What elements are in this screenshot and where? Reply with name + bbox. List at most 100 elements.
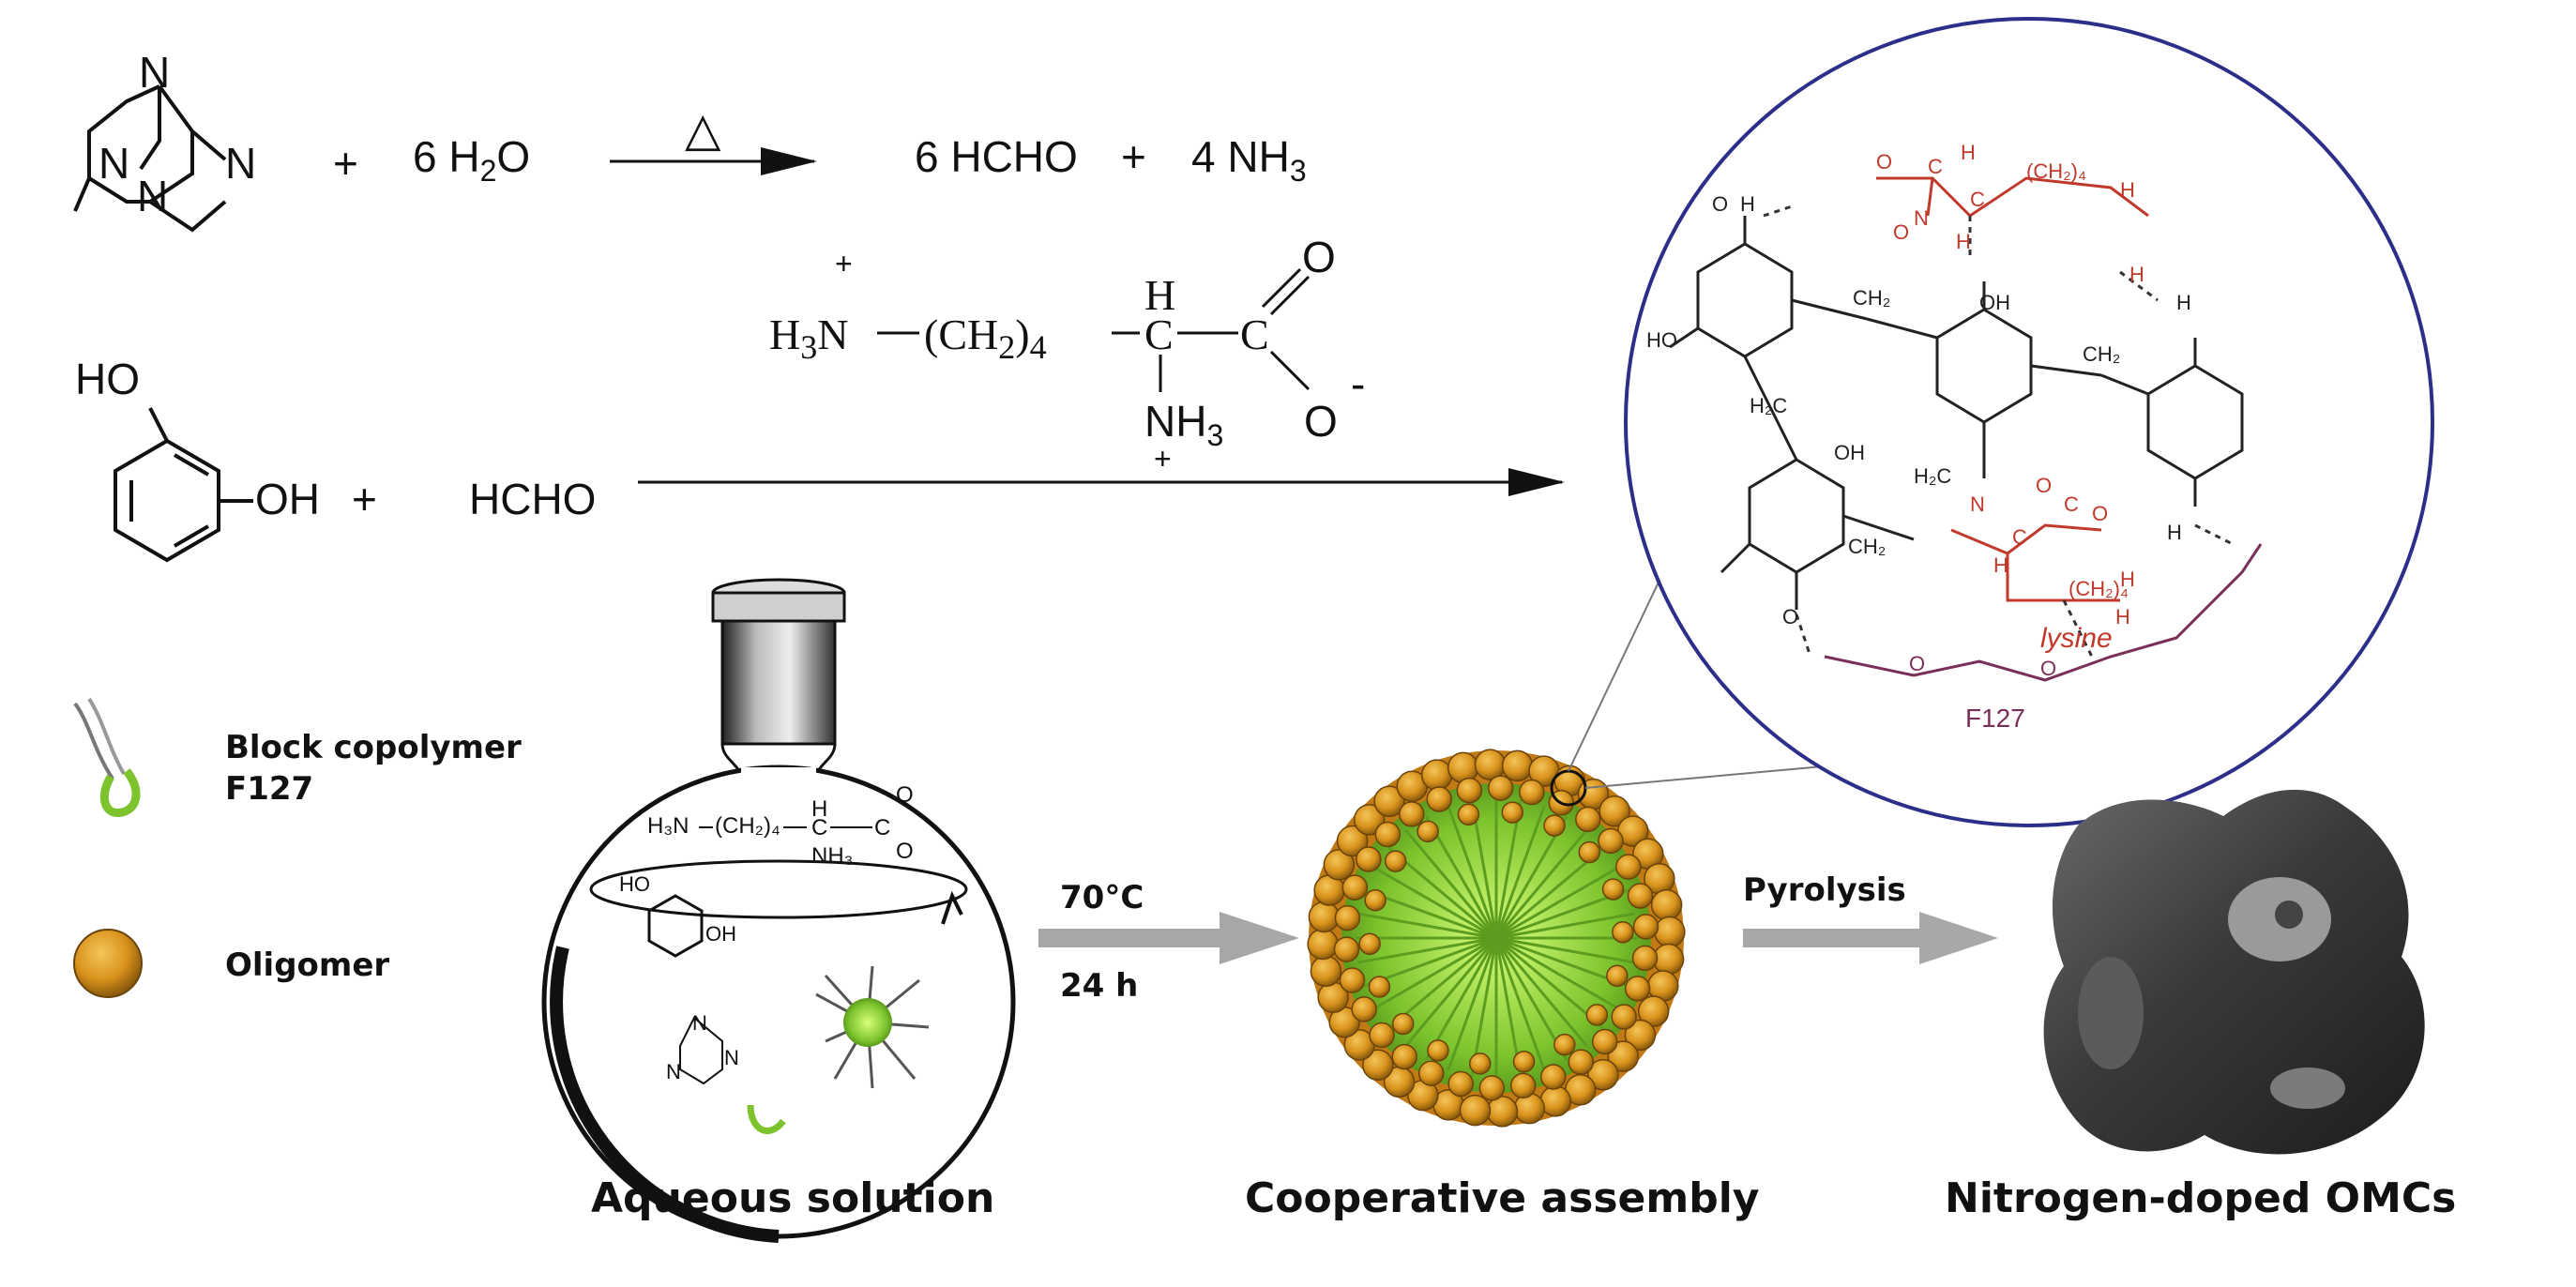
lysine-plus-top: +	[835, 247, 853, 280]
svg-text:CH₂: CH₂	[1853, 286, 1890, 310]
oligomer-bead	[1474, 749, 1507, 780]
oligomer-bead	[1336, 825, 1369, 857]
svg-text:OH: OH	[1834, 441, 1865, 464]
micelle-spoke	[1357, 912, 1497, 940]
svg-text:H₂C: H₂C	[1750, 394, 1787, 417]
oligomer-bead	[1339, 967, 1366, 993]
oligomer-bead	[1615, 854, 1642, 880]
oligomer-bead	[1427, 1039, 1449, 1062]
resorcinol-structure	[114, 407, 253, 563]
lysine-plus-bottom: +	[1154, 442, 1172, 476]
oligomer-bead	[1417, 820, 1439, 843]
resorcinol-oh: OH	[255, 475, 320, 523]
hexamine-structure	[73, 84, 227, 233]
svg-text:H: H	[2120, 178, 2135, 202]
zoom-lysine-label: lysine	[2040, 623, 2113, 654]
hexamine-n-bottom: N	[137, 172, 168, 220]
micelle-spoke	[1357, 936, 1497, 964]
flask-resorcinol: HO OH	[619, 872, 736, 958]
oligomer-bead	[1468, 1052, 1492, 1075]
svg-text:C: C	[2064, 492, 2079, 516]
micelle-spoke	[1404, 937, 1498, 1047]
legend-copolymer-line2: F127	[225, 770, 313, 808]
svg-text:H: H	[2115, 605, 2130, 628]
oligomer-bead	[1540, 1064, 1567, 1090]
oligomer-bead	[1501, 749, 1534, 782]
oligomer-bead	[1447, 751, 1479, 784]
oligomer-bead	[1611, 1004, 1637, 1030]
r2-hcho: HCHO	[469, 475, 596, 523]
oligomer-bead	[1654, 916, 1686, 948]
oligomer-bead	[1364, 888, 1386, 912]
copolymer-legend-icon	[73, 697, 141, 817]
oligomer-bead	[1539, 1085, 1572, 1117]
hexamine-n-left: N	[98, 139, 129, 188]
lysine-c-h: H	[1144, 271, 1175, 319]
svg-text:C: C	[874, 815, 890, 840]
zoom-lysine-top	[1876, 176, 2149, 218]
oligomer-bead	[1591, 1028, 1618, 1055]
oligomer-bead	[1369, 1022, 1395, 1049]
oligomer-bead	[1417, 1060, 1445, 1086]
micelle-spoke	[1495, 936, 1619, 1010]
round-bottom-flask	[541, 578, 1016, 1243]
oligomer-legend-icon	[73, 929, 143, 998]
heat-symbol: △	[685, 103, 721, 156]
micelle-spoke	[1495, 912, 1635, 940]
zoom-detail-circle	[1624, 17, 2434, 827]
legend-oligomer: Oligomer	[225, 946, 389, 984]
micelle-spoke	[1447, 805, 1498, 939]
condition-temp: 70°C	[1060, 879, 1144, 916]
oligomer-bead	[1513, 1092, 1546, 1125]
svg-text:CH₂: CH₂	[1848, 535, 1886, 558]
svg-text:H: H	[1993, 553, 2008, 577]
oligomer-bead	[1575, 806, 1601, 833]
svg-text:O: O	[1909, 652, 1925, 675]
flask-stir-icon	[941, 890, 963, 925]
oligomer-bead	[1368, 976, 1391, 998]
condition-pyrolysis: Pyrolysis	[1743, 871, 1906, 909]
svg-text:N: N	[724, 1046, 739, 1069]
micelle-spoke	[1373, 936, 1497, 1010]
oligomer-bead	[1384, 850, 1407, 872]
oligomer-bead	[1650, 888, 1683, 921]
svg-text:(CH₂)₄: (CH₂)₄	[2026, 159, 2086, 183]
oligomer-bead	[1632, 914, 1659, 940]
oligomer-bead	[1356, 846, 1382, 872]
oligomer-bead	[1627, 883, 1654, 909]
micelle-spoke	[1494, 805, 1546, 939]
oligomer-bead	[1420, 759, 1453, 791]
oligomer-bead	[1652, 943, 1685, 976]
svg-text:O: O	[1782, 605, 1798, 628]
oligomer-bead	[1426, 786, 1452, 812]
oligomer-bead	[1585, 1004, 1609, 1026]
caption-omc: Nitrogen-doped OMCs	[1945, 1174, 2456, 1222]
svg-text:H: H	[2129, 263, 2144, 286]
oligomer-bead	[1631, 945, 1659, 972]
micelle-spoke	[1494, 937, 1546, 1071]
svg-text:O: O	[896, 782, 914, 808]
oligomer-bead	[1374, 821, 1402, 848]
r2-plus: +	[352, 475, 377, 523]
oligomer-bead	[1391, 1043, 1417, 1070]
flask-hexamine: N N N	[666, 1011, 739, 1085]
caption-assembly: Cooperative assembly	[1245, 1174, 1759, 1222]
svg-text:N: N	[692, 1011, 707, 1035]
zoom-hbonds	[1763, 204, 2234, 658]
svg-text:O: O	[1893, 220, 1909, 244]
oligomer-bead	[1624, 976, 1651, 1002]
oligomer-bead	[1391, 1012, 1415, 1036]
oligomer-bead	[1358, 932, 1381, 955]
svg-text:H: H	[811, 796, 827, 822]
zoom-labels: O H OH HO CH₂ CH₂ H₂C H₂C CH₂ OH N N O O…	[1646, 141, 2191, 733]
flask-lysine: H₃N (CH₂)₄ H C NH₃ C O O	[647, 782, 914, 869]
oligomer-bead	[1509, 1072, 1537, 1099]
oligomer-bead	[1501, 801, 1524, 824]
oligomer-bead	[1587, 1059, 1619, 1091]
svg-text:H₃N: H₃N	[647, 813, 689, 839]
oligomer-bead	[1512, 1050, 1536, 1073]
legend-copolymer-line1: Block copolymer	[225, 729, 522, 766]
oligomer-bead	[1607, 1040, 1640, 1072]
oligomer-bead	[1373, 785, 1405, 817]
